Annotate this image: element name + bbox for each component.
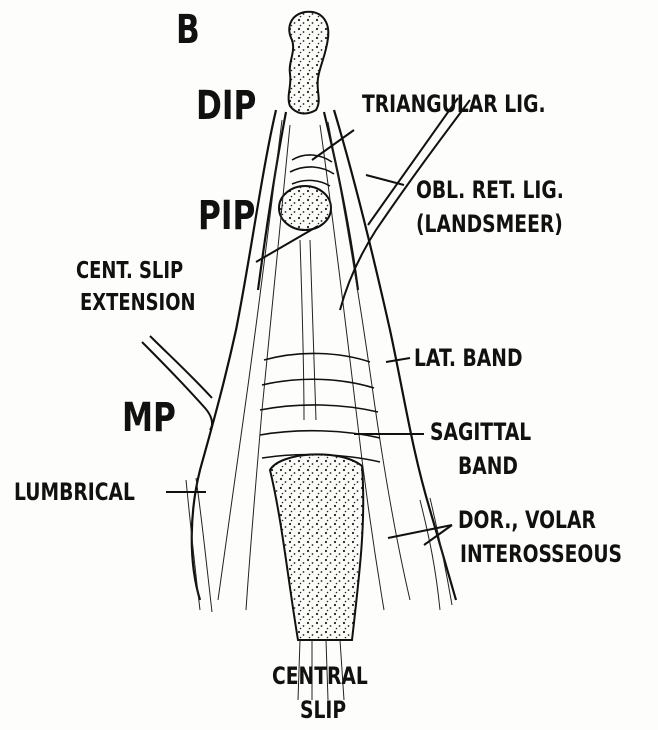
label-mp: MP	[122, 398, 176, 438]
middle-phalanx-head	[279, 186, 331, 230]
label-pip: PIP	[198, 196, 255, 236]
label-cent-slip-ext-line2: EXTENSION	[80, 292, 195, 315]
label-sagittal-band-line2: BAND	[458, 454, 518, 478]
label-dip: DIP	[196, 86, 256, 126]
label-central-slip-line1: CENTRAL	[272, 664, 368, 688]
label-obl-ret-lig-line2: (LANDSMEER)	[416, 212, 563, 236]
label-central-slip-line2: SLIP	[300, 698, 346, 722]
panel-letter: B	[176, 10, 200, 50]
sagittal-hood-bands	[260, 353, 380, 462]
label-triangular-lig: TRIANGULAR LIG.	[362, 92, 546, 116]
leader-lat-band	[386, 358, 410, 362]
label-interosseous-line1: DOR., VOLAR	[458, 508, 596, 532]
leader-obl-ret-lig	[366, 175, 404, 185]
label-obl-ret-lig-line1: OBL. RET. LIG.	[416, 178, 564, 202]
label-lat-band: LAT. BAND	[414, 346, 522, 370]
metacarpal-bone	[270, 454, 363, 640]
label-sagittal-band-line1: SAGITTAL	[430, 420, 531, 444]
label-lumbrical: LUMBRICAL	[14, 480, 135, 504]
distal-phalanx-bone	[289, 12, 329, 114]
label-interosseous-line2: INTEROSSEOUS	[460, 542, 622, 566]
label-cent-slip-ext-line1: CENT. SLIP	[76, 260, 183, 283]
